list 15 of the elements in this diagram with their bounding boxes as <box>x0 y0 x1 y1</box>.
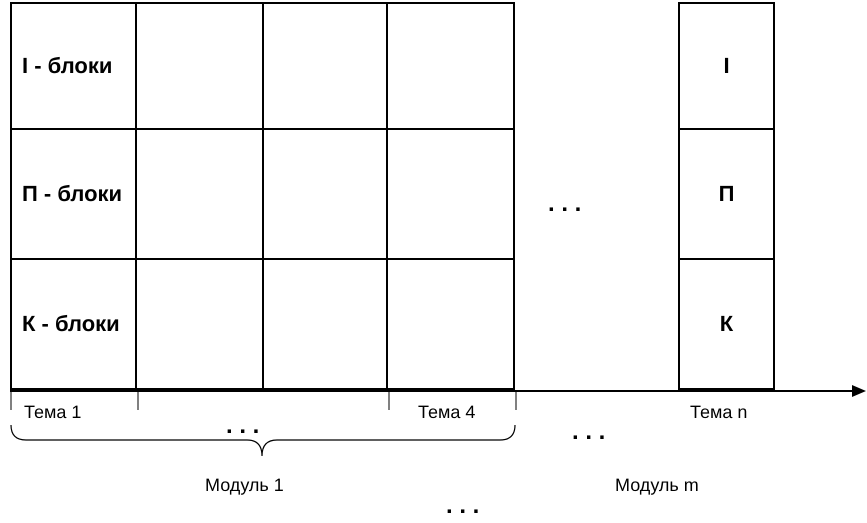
grid-cell: І - блоки <box>10 2 137 130</box>
grid-cell: І <box>678 2 775 130</box>
module-label: Модуль 1 <box>205 475 284 496</box>
ellipsis: . . . <box>548 190 582 218</box>
topic-label: Тема n <box>690 402 748 423</box>
ellipsis: . . . <box>572 418 606 446</box>
ellipsis: . . . <box>226 412 260 440</box>
module-label: Модуль m <box>615 475 699 496</box>
grid-cell: К - блоки <box>10 260 137 390</box>
grid-cell: П - блоки <box>10 130 137 260</box>
topic-label: Тема 1 <box>24 402 82 423</box>
ellipsis: . . . <box>446 492 480 520</box>
topic-label: Тема 4 <box>418 402 476 423</box>
grid-cell: К <box>678 260 775 390</box>
grid-cell: П <box>678 130 775 260</box>
